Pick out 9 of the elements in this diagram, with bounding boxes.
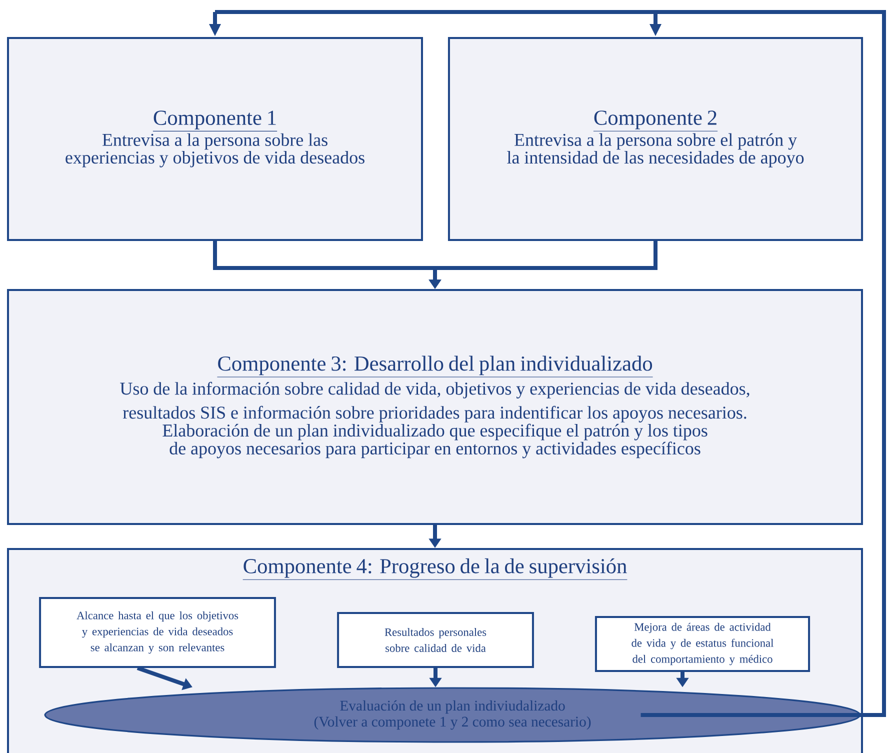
result-box: Resultados personales sobre calidad de vida — [337, 612, 534, 668]
process-box: Componente 3: Desarrollo del plan individualizado Uso de la información sobre calidad de vida, objetivos y experiencias de vida deseados, resultados SIS e información sobre prioridades para indentificar los apoyos necesarios. Elaboración de un plan individualizado que especifique el patrón y los tipos de apoyos necesarios para participar en entornos y actividades específicos — [7, 289, 863, 525]
result-box: Mejora de áreas de actividad de vida y de estatus funcional del comportamiento y médico — [594, 616, 810, 672]
process-box: Componente 2 Entrevisa a la persona sobre el patrón y la intensidad de las necesidades de apoyo — [448, 37, 864, 241]
result-box: Alcance hasta el que los objetivos y experiencias de vida deseados se alcanzan y son relevantes — [39, 596, 276, 668]
connector-line — [215, 10, 886, 717]
arrow — [209, 12, 221, 36]
process-box: Componente 1 Entrevisa a la persona sobre las experiencias y objetivos de vida deseados — [7, 37, 423, 241]
arrow — [650, 12, 662, 36]
